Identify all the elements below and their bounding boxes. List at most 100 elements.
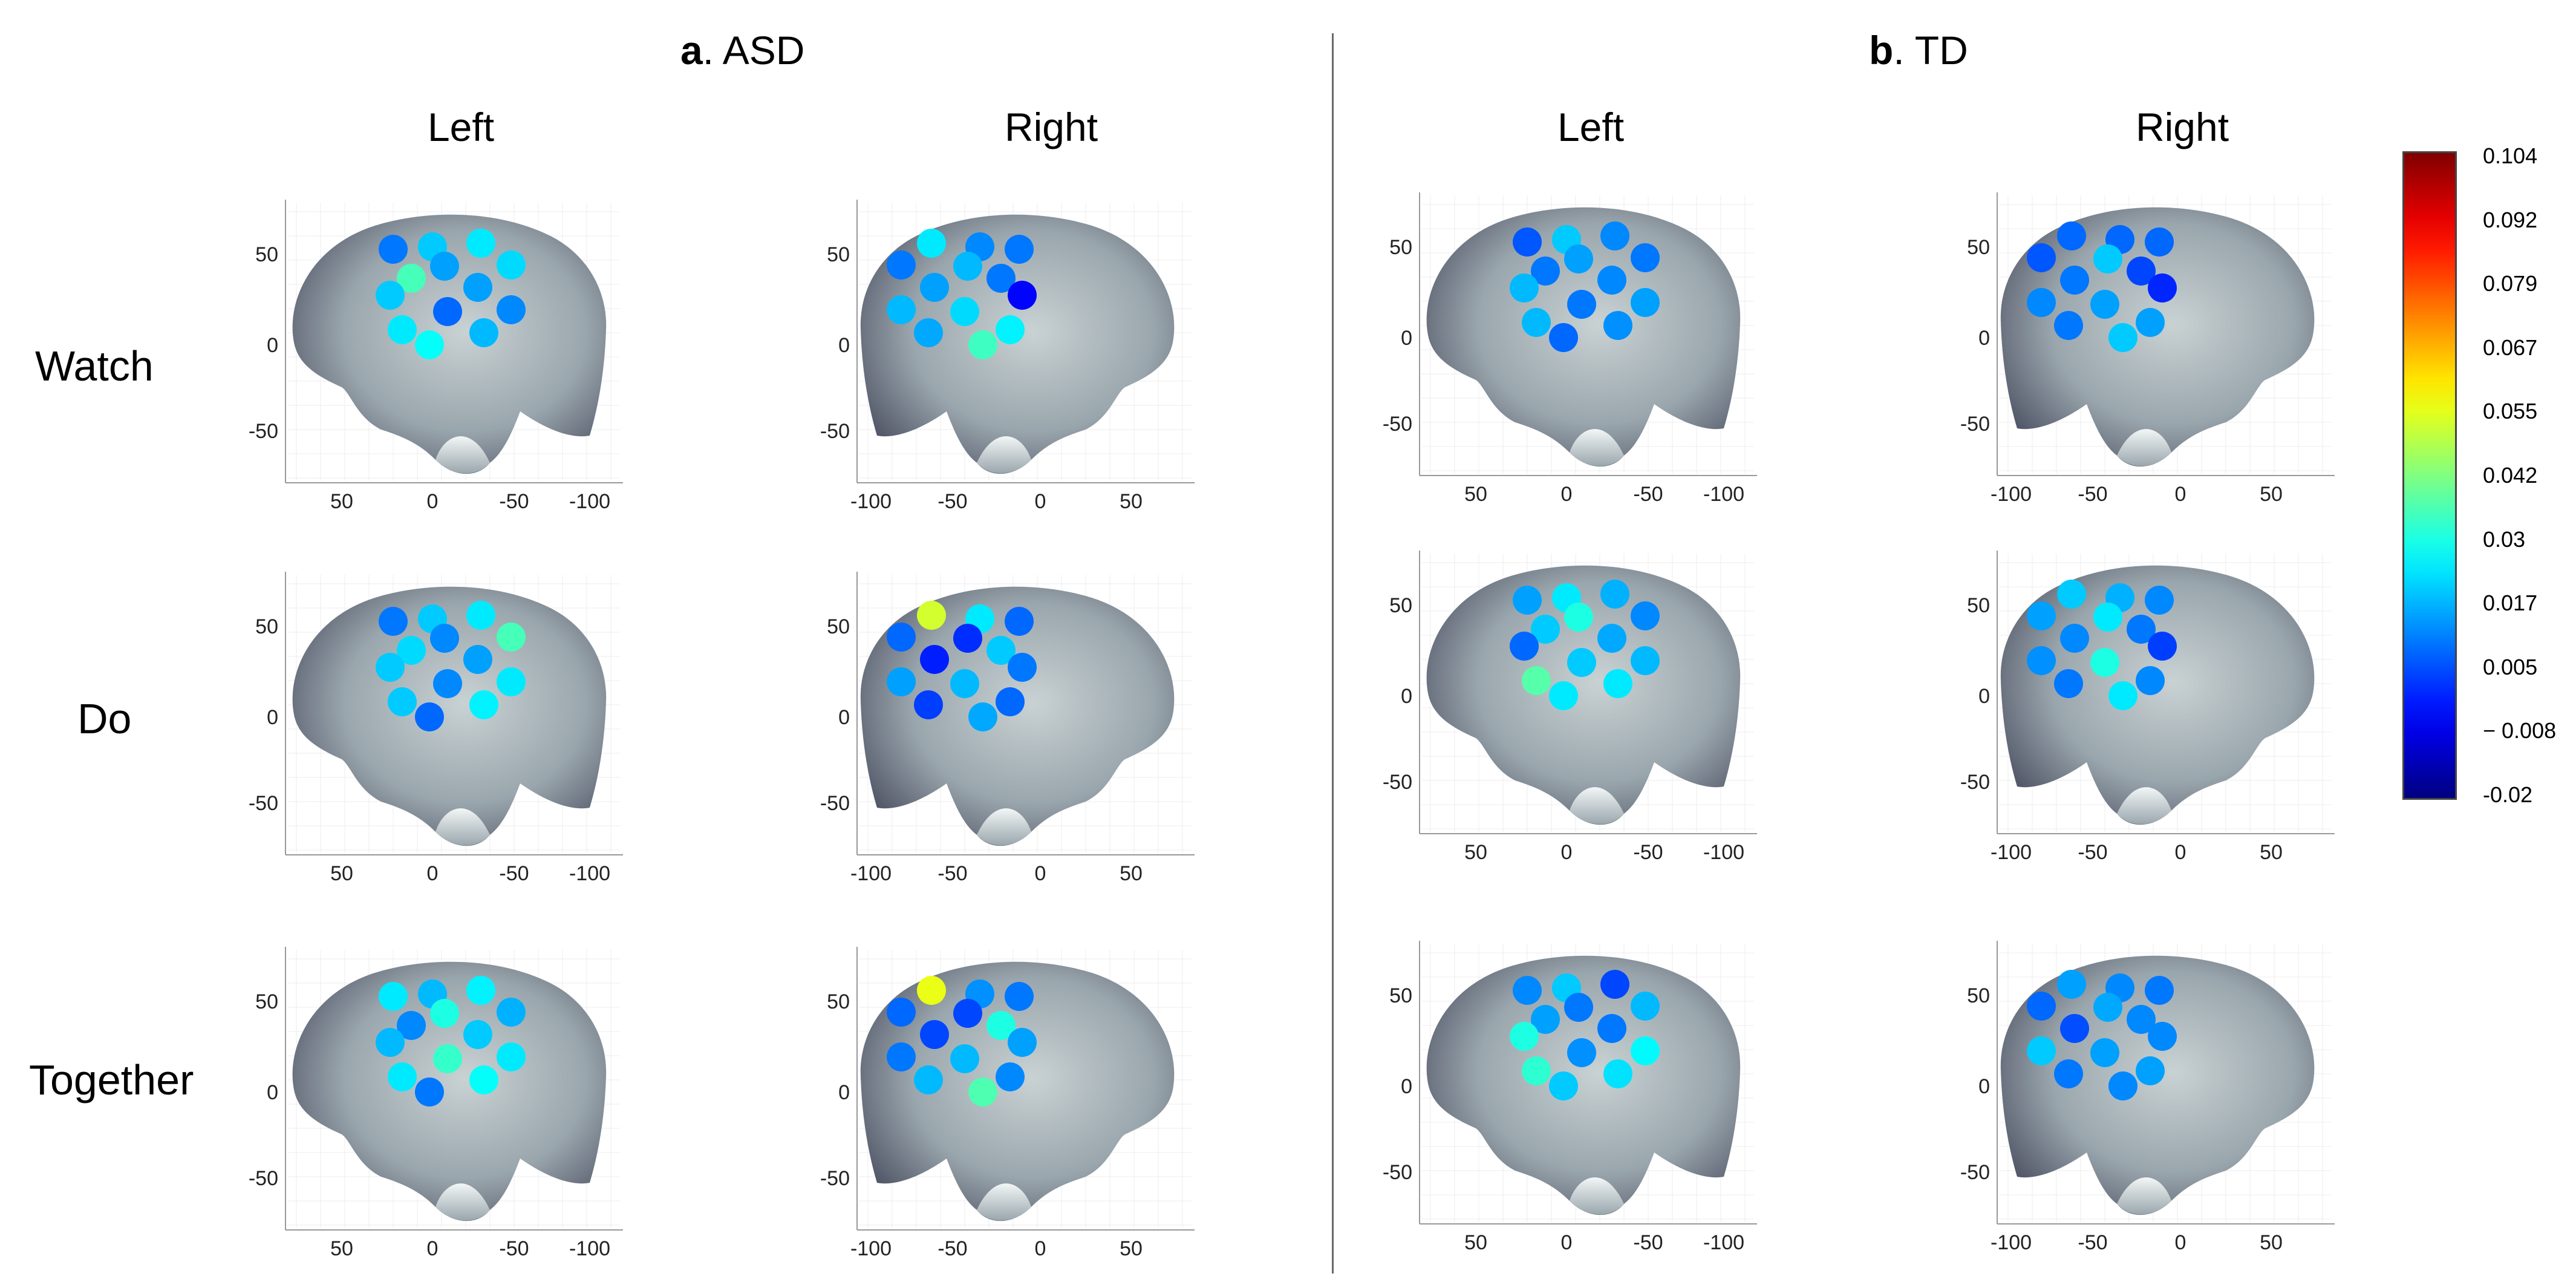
channel-dot (376, 653, 405, 682)
channel-dot (1631, 992, 1660, 1021)
x-tick-label: 50 (330, 1237, 353, 1260)
channel-dot (2090, 648, 2119, 677)
x-tick-label: -100 (569, 1237, 610, 1260)
x-tick-label: 50 (1464, 483, 1487, 506)
channel-dot (968, 330, 997, 359)
channel-dot (996, 1062, 1025, 1091)
channel-dot (953, 252, 982, 281)
channel-dot (1567, 290, 1596, 319)
channel-dot (469, 690, 498, 719)
cerebellum (977, 1183, 1031, 1221)
y-tick-label: 50 (1389, 594, 1412, 617)
channel-dot (1510, 1022, 1539, 1051)
channel-dot (1549, 1071, 1578, 1100)
channel-dot (376, 281, 405, 310)
channel-dot (968, 702, 997, 731)
channel-dot (996, 315, 1025, 344)
channel-dot (1008, 281, 1037, 310)
x-tick-label: 50 (330, 490, 353, 513)
colorbar-tick-label: -0.02 (2483, 782, 2533, 807)
channel-dot (2090, 1038, 2119, 1067)
y-tick-label: -50 (1383, 771, 1412, 794)
column-label-td-left: Left (1557, 105, 1625, 149)
y-tick-label: 50 (255, 243, 278, 266)
channel-dot (917, 601, 946, 630)
channel-dot (1600, 221, 1629, 250)
channel-dot (466, 601, 495, 630)
channel-dot (469, 318, 498, 347)
channel-dot (1008, 1028, 1037, 1057)
channel-dot (2093, 244, 2122, 273)
x-tick-label: 0 (1035, 1237, 1046, 1260)
y-tick-label: 50 (1967, 594, 1990, 617)
x-tick-label: 50 (1120, 1237, 1143, 1260)
channel-dot (996, 687, 1025, 716)
channel-dot (497, 295, 526, 324)
x-tick-label: 50 (1120, 490, 1143, 513)
x-tick-label: 0 (1035, 862, 1046, 885)
brain-surface (292, 214, 607, 474)
channel-dot (2145, 586, 2174, 615)
channel-dot (379, 235, 408, 264)
colorbar-tick-label: 0.005 (2483, 654, 2538, 679)
cerebellum (977, 436, 1031, 474)
x-tick-label: -100 (1991, 1231, 2032, 1254)
channel-dot (2136, 308, 2165, 337)
channel-dot (2027, 992, 2056, 1021)
colorbar (2402, 151, 2457, 800)
x-tick-label: 0 (427, 490, 439, 513)
x-tick-label: -100 (850, 1237, 892, 1260)
channel-dot (1600, 580, 1629, 609)
channel-dot (1564, 244, 1593, 273)
channel-dot (1597, 624, 1626, 653)
channel-dot (917, 229, 946, 258)
channel-dot (415, 702, 444, 731)
channel-dot (1549, 323, 1578, 352)
channel-dot (920, 645, 949, 674)
colorbar-tick-label: 0.067 (2483, 335, 2538, 360)
channel-dot (887, 295, 916, 324)
x-tick-label: -100 (1991, 483, 2032, 506)
channel-dot (415, 1077, 444, 1107)
y-tick-label: 0 (267, 706, 278, 729)
x-tick-label: -50 (937, 1237, 967, 1260)
channel-dot (379, 982, 408, 1011)
channel-dot (2057, 221, 2086, 250)
x-tick-label: 0 (427, 1237, 439, 1260)
channel-dot (1510, 273, 1539, 302)
channel-dot (469, 1065, 498, 1094)
y-tick-label: -50 (249, 1167, 278, 1190)
channel-dot (1531, 257, 1560, 286)
channel-dot (1522, 666, 1551, 695)
x-tick-label: -50 (2078, 483, 2107, 506)
x-tick-label: -50 (1633, 841, 1663, 864)
channel-dot (430, 252, 459, 281)
colorbar-tick-label: 0.055 (2483, 399, 2538, 424)
channel-dot (2108, 323, 2137, 352)
y-tick-label: 0 (267, 334, 278, 357)
channel-dot (388, 315, 417, 344)
x-tick-label: 50 (2260, 483, 2283, 506)
x-tick-label: 50 (2260, 841, 2283, 864)
x-tick-label: 50 (1464, 841, 1487, 864)
channel-dot (2090, 290, 2119, 319)
channel-dot (1564, 993, 1593, 1022)
x-tick-label: -50 (2078, 841, 2107, 864)
channel-dot (986, 1011, 1016, 1040)
channel-dot (1603, 669, 1632, 698)
channel-dot (2027, 243, 2056, 272)
channel-dot (1567, 1038, 1596, 1067)
channel-dot (1005, 607, 1034, 636)
channel-dot (914, 318, 943, 347)
brain-surface (292, 961, 607, 1221)
x-tick-label: -100 (850, 862, 892, 885)
channel-dot (986, 636, 1016, 665)
x-tick-label: -100 (569, 862, 610, 885)
channel-dot (463, 1020, 492, 1049)
x-tick-label: -50 (499, 1237, 529, 1260)
colorbar-tick-label: 0.079 (2483, 271, 2538, 296)
